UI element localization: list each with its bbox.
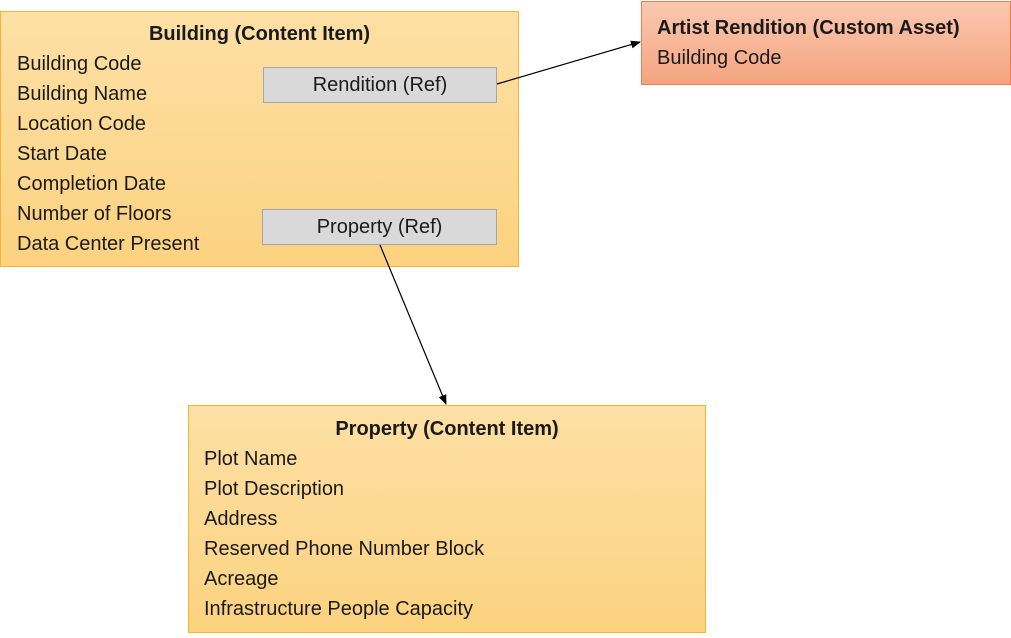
property-connector-arrow: [379, 244, 447, 405]
property-field-acreage: Acreage: [204, 568, 279, 590]
property-field-plot-name: Plot Name: [204, 448, 298, 470]
property-field-infrastructure-people-capacity: Infrastructure People Capacity: [204, 598, 474, 620]
artist-rendition-title: Artist Rendition (Custom Asset): [657, 17, 960, 39]
building-field-number-of-floors: Number of Floors: [17, 203, 172, 225]
property-field-reserved-phone-number-block: Reserved Phone Number Block: [204, 538, 485, 560]
building-field-building-code: Building Code: [17, 53, 142, 75]
building-field-completion-date: Completion Date: [17, 173, 166, 195]
artist-rendition-custom-asset-box: Artist Rendition (Custom Asset) Building…: [641, 1, 1011, 85]
property-field-plot-description: Plot Description: [204, 478, 345, 500]
rendition-connector-arrow: [496, 40, 641, 85]
building-content-item-box: Building (Content Item) Building Code Bu…: [0, 11, 519, 267]
property-title: Property (Content Item): [335, 418, 559, 440]
building-field-start-date: Start Date: [17, 143, 108, 165]
building-field-location-code: Location Code: [17, 113, 146, 135]
property-field-address: Address: [204, 508, 278, 530]
building-field-data-center-present: Data Center Present: [17, 233, 200, 255]
artist-rendition-field-building-code: Building Code: [657, 47, 782, 69]
rendition-ref-box: Rendition (Ref): [263, 67, 497, 103]
property-ref-box: Property (Ref): [262, 209, 497, 245]
building-field-building-name: Building Name: [17, 83, 148, 105]
building-title: Building (Content Item): [148, 23, 371, 45]
property-content-item-box: Property (Content Item) Plot Name Plot D…: [188, 405, 706, 633]
